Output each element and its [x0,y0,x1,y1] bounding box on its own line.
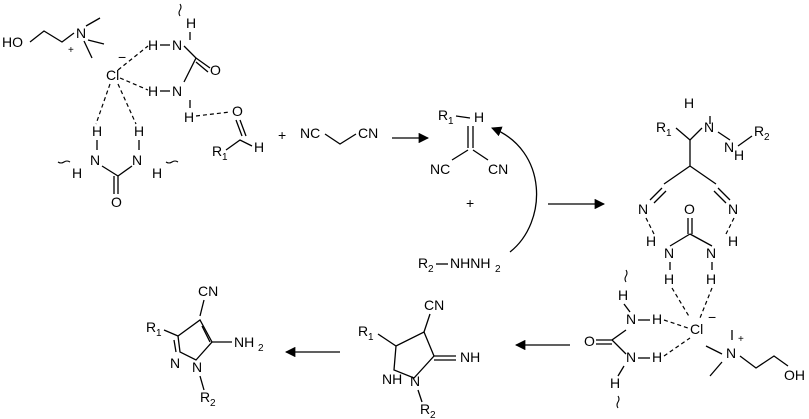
intermediate-n2: N [724,139,734,155]
urea2-h-outer-left: H [72,165,82,181]
imine-r: R [358,323,368,339]
urea3-o: O [684,201,695,217]
urea4-h-bond2: H [652,349,662,365]
product-nh2: NH [234,334,254,350]
knoevenagel-adduct: R 1 H NC CN [430,107,508,177]
urea1-h-bottom: H [184,109,194,125]
ammonium-charge: + [68,45,74,56]
ammonium2-charge: + [738,334,744,345]
urea1-o: O [210,62,221,78]
aminopyrazole-product: CN R 1 NH 2 N N R 2 [146,283,264,409]
product-cn: CN [198,283,218,299]
ammonium2-n: N [726,345,736,361]
aldehyde-r-sub: 1 [222,152,228,163]
intermediate-n3: N [638,201,648,217]
urea1-h-bond: H [148,37,158,53]
aldehyde-r: R [212,143,222,159]
hydrazine: R 2 NHNH 2 [418,255,501,275]
imine-r-sub: 1 [368,332,374,343]
choline2-oh: OH [784,367,805,383]
urea4-n-top: N [626,311,636,327]
product-r2-sub: 2 [210,398,216,409]
urea2-o: O [111,194,122,210]
intermediate-h2: H [734,147,744,163]
urea3-n-left: N [664,245,674,261]
urea1-n-top: N [172,37,182,53]
hydrazine-r: R [418,255,428,271]
urea4-h-bottom: H [610,375,620,391]
chloride2-label: Cl [690,321,703,337]
deep-eutectic-catalyst-left: HO N + Cl − H H N O H N H H H N N O H [2,3,231,210]
urea2-h-right: H [134,123,144,139]
product-r1-sub: 1 [156,328,162,339]
hydrazine-r-sub: 2 [428,264,434,275]
intermediate-r1: R [656,119,666,135]
urea2-h-left: H [92,123,102,139]
adduct-r: R [438,107,448,123]
imine-nh: NH [460,349,480,365]
urea3-h-right: H [728,233,738,249]
plus-sign-1: + [278,127,286,143]
product-nh2-sub: 2 [258,343,264,354]
urea1-h-top: H [186,15,196,31]
imine-r2-sub: 2 [430,410,436,419]
urea1-n-bottom: N [172,83,182,99]
aldehyde-o: O [232,103,243,119]
urea4-o: O [584,333,595,349]
hydroxyl-label: HO [2,34,23,50]
hydrazine-nhnh2: NHNH [450,255,490,271]
urea2-h-outer-right: H [152,165,162,181]
urea1-h-bond2: H [148,83,158,99]
adduct-cn: CN [488,161,508,177]
intermediate-n4: N [728,201,738,217]
product-r2: R [200,389,210,405]
imine-hn: NH [382,371,402,387]
product-r1: R [146,319,156,335]
adduct-r-sub: 1 [448,116,454,127]
urea4-n-bottom: N [626,349,636,365]
aldehyde-h: H [254,139,264,155]
cyclized-imine: CN R 1 NH NH N R 2 [358,297,480,419]
intermediate-r1-sub: 1 [666,128,672,139]
urea3-n-right: N [706,245,716,261]
hydrazone-intermediate: H R 1 N N H R 2 N N O H H N N H H Cl − H [584,95,805,409]
imine-n: N [410,373,420,389]
malononitrile: NC CN [300,125,378,145]
intermediate-r2-sub: 2 [764,132,770,143]
urea4-h-bond: H [652,311,662,327]
adduct-h: H [474,109,484,125]
intermediate-h: H [684,95,694,111]
curved-attack-arrow [491,126,538,253]
imine-cn: CN [424,297,444,313]
product-n2: N [192,359,202,375]
urea3-h-left: H [646,233,656,249]
chloride-charge: − [118,49,126,65]
chloride-label: Cl [106,67,119,83]
intermediate-n1: N [704,119,714,135]
malononitrile-nc: NC [300,125,320,141]
urea2-n-right: N [132,152,142,168]
urea3-h-bottom-right: H [706,271,716,287]
product-n1: N [170,355,180,371]
urea3-h-bottom-left: H [664,271,674,287]
urea4-h-top: H [618,287,628,303]
plus-sign-2: + [466,195,474,211]
chloride2-charge: − [708,309,716,325]
urea2-n-left: N [90,152,100,168]
malononitrile-cn: CN [358,125,378,141]
imine-r2: R [420,401,430,417]
ammonium-n-label: N [76,25,86,41]
aldehyde: O R 1 H [212,103,264,163]
adduct-nc: NC [430,161,450,177]
hydrazine-nh2-sub: 2 [495,264,501,275]
intermediate-r2: R [754,123,764,139]
